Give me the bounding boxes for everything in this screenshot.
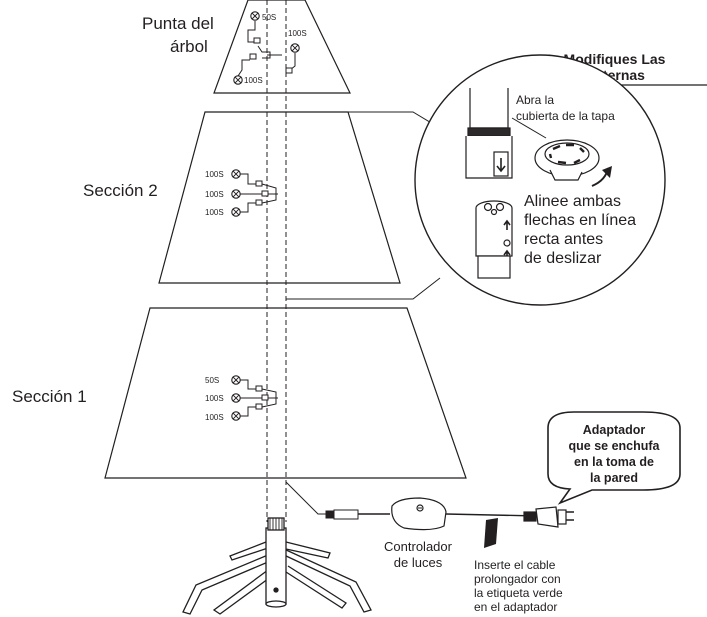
section2-wiring [231, 169, 278, 217]
cable-note-line1: Inserte el cable [474, 558, 556, 572]
tip-label-line2: árbol [170, 37, 208, 56]
light-controller-illustration [391, 497, 447, 531]
section1-bulb-label-2: 100S [205, 394, 224, 403]
tip-wiring [233, 11, 300, 85]
tip-label-line1: Punta del [142, 14, 214, 33]
adapter-line1: Adaptador [583, 423, 646, 437]
tree-tip-panel [213, 0, 351, 94]
cap-leader-line [511, 117, 547, 139]
section1-label: Sección 1 [12, 387, 87, 406]
cable-note-line4: en el adaptador [474, 600, 557, 614]
section2-bulb-label-3: 100S [205, 208, 224, 217]
align-instruction-line1: Alinee ambas [524, 193, 621, 210]
section2-label: Sección 2 [83, 181, 158, 200]
cap-instruction-line2: cubierta de la tapa [516, 109, 615, 123]
cable-connector-left [325, 509, 359, 520]
align-instruction-line4: de deslizar [524, 250, 602, 267]
adapter-line3: en la toma de [574, 455, 654, 469]
section2-bulb-label-1: 100S [205, 170, 224, 179]
section1-bulb-label-3: 100S [205, 413, 224, 422]
pole-top-piece-illustration [465, 88, 513, 179]
align-instruction-line3: recta antes [524, 231, 603, 248]
green-label-tag [484, 518, 498, 548]
tip-bulb-label-2: 100S [288, 29, 307, 38]
section1-wiring [231, 375, 278, 421]
tree-stand-illustration [182, 517, 372, 615]
rotate-arrow-head-icon [602, 166, 612, 178]
adapter-line4: la pared [590, 471, 638, 485]
tip-bulb-label-1: 50S [262, 13, 276, 22]
adapter-speech-bubble [547, 411, 681, 505]
section2-bulb-label-2: 100S [205, 190, 224, 199]
cap-illustration [534, 139, 600, 181]
power-cable [285, 481, 326, 515]
wall-plug-adapter-illustration [523, 506, 574, 528]
center-pole-dashed [266, 0, 287, 522]
align-instruction-line2: flechas en línea [524, 212, 636, 229]
controller-label-line1: Controlador [384, 539, 453, 554]
adapter-line2: que se enchufa [569, 439, 661, 453]
pole-bottom-piece-illustration [475, 200, 513, 279]
section2-panel [158, 111, 401, 284]
cable-note-line2: prolongador con [474, 572, 561, 586]
cap-instruction-line1: Abra la [516, 93, 554, 107]
controller-label-line2: de luces [394, 555, 443, 570]
section1-bulb-label-1: 50S [205, 376, 219, 385]
tip-bulb-label-3: 100S [244, 76, 263, 85]
cable-note-line3: la etiqueta verde [474, 586, 563, 600]
